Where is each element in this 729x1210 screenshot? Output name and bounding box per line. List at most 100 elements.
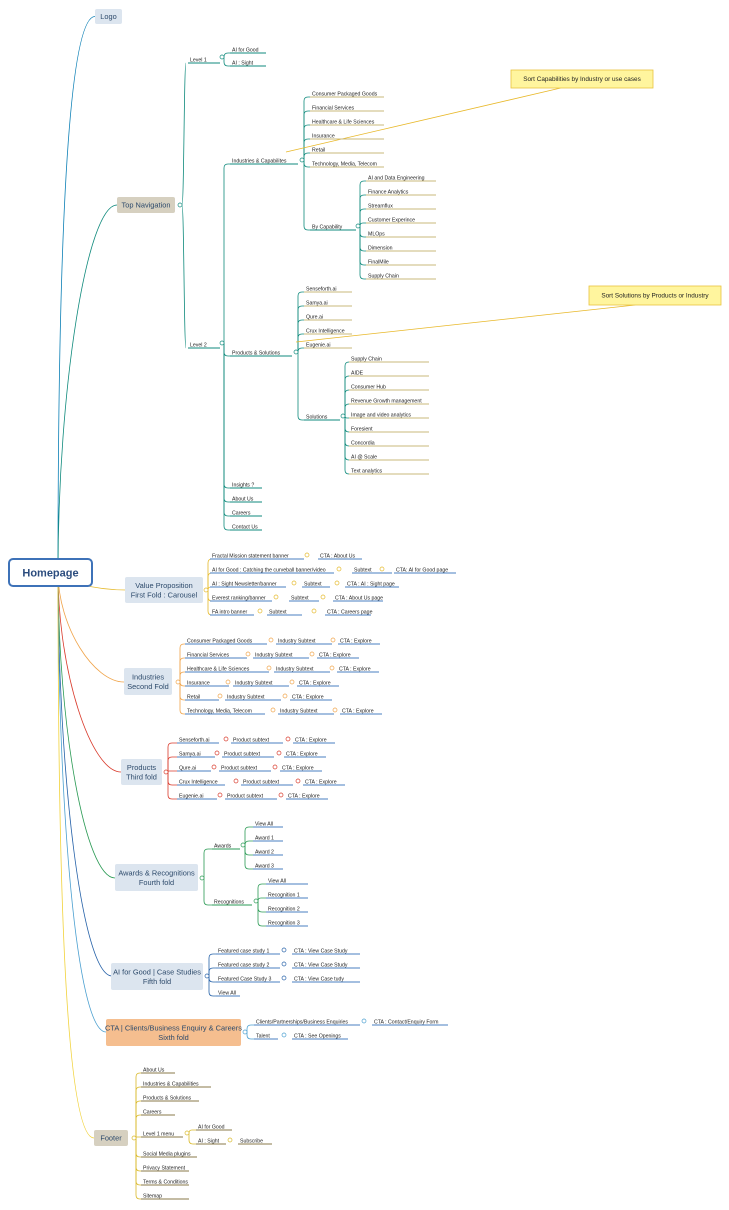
collapse-toggle-icon[interactable] <box>225 679 231 685</box>
collapse-toggle-icon[interactable] <box>332 707 338 713</box>
topic-view-all[interactable]: View All <box>253 821 283 828</box>
collapse-toggle-icon[interactable] <box>309 651 315 657</box>
topic-solutions[interactable]: Solutions <box>304 414 340 421</box>
topic-view-all[interactable]: View All <box>216 990 240 997</box>
branch-top-navigation[interactable]: Top Navigation <box>117 197 175 213</box>
topic-award-2[interactable]: Award 2 <box>253 849 283 856</box>
topic-healthcare-life-sciences[interactable]: Healthcare & Life Sciences <box>310 119 384 126</box>
topic-subtext[interactable]: Subtext <box>302 581 330 588</box>
collapse-toggle-icon[interactable] <box>223 736 229 742</box>
topic-cta-ai-sight-page[interactable]: CTA : AI : Sight page <box>345 581 399 588</box>
topic-senseforth-ai[interactable]: Senseforth.ai <box>304 286 352 293</box>
collapse-toggle-icon[interactable] <box>379 566 385 572</box>
topic-insurance[interactable]: Insurance <box>185 680 229 687</box>
collapse-toggle-icon[interactable] <box>270 707 276 713</box>
collapse-toggle-icon[interactable] <box>293 349 299 355</box>
collapse-toggle-icon[interactable] <box>131 1135 137 1141</box>
collapse-toggle-icon[interactable] <box>281 1032 287 1038</box>
topic-industries-capabilites[interactable]: Industries & Capabilites <box>230 158 298 165</box>
topic-text-analytics[interactable]: Text analytics <box>349 468 429 475</box>
topic-cta-explore[interactable]: CTA : Explore <box>338 638 380 645</box>
collapse-toggle-icon[interactable] <box>361 1018 367 1024</box>
topic-cta-ai-for-good-page[interactable]: CTA: AI for Good page <box>394 567 456 574</box>
branch-logo[interactable]: Logo <box>95 9 122 24</box>
topic-qure-ai[interactable]: Qure.ai <box>177 765 211 772</box>
callout-note[interactable]: Sort Capabilities by Industry or use cas… <box>510 69 654 89</box>
topic-supply-chain[interactable]: Supply Chain <box>366 273 436 280</box>
collapse-toggle-icon[interactable] <box>276 750 282 756</box>
topic-product-subtext[interactable]: Product subtext <box>241 779 293 786</box>
collapse-toggle-icon[interactable] <box>281 975 287 981</box>
topic-ai-sight[interactable]: AI : Sight <box>230 60 266 67</box>
collapse-toggle-icon[interactable] <box>245 651 251 657</box>
collapse-toggle-icon[interactable] <box>281 961 287 967</box>
topic-mlops[interactable]: MLOps <box>366 231 436 238</box>
topic-about-us[interactable]: About Us <box>230 496 262 503</box>
topic-industry-subtext[interactable]: Industry Subtext <box>225 694 281 701</box>
topic-product-subtext[interactable]: Product subtext <box>225 793 277 800</box>
topic-cta-explore[interactable]: CTA : Explore <box>317 652 359 659</box>
topic-fa-intro-banner[interactable]: FA intro banner <box>210 609 254 616</box>
callout-note[interactable]: Sort Solutions by Products or Industry <box>588 285 722 306</box>
topic-cta-about-us-page[interactable]: CTA : About Us page <box>333 595 383 602</box>
topic-careers[interactable]: Careers <box>230 510 262 517</box>
topic-senseforth-ai[interactable]: Senseforth.ai <box>177 737 219 744</box>
collapse-toggle-icon[interactable] <box>281 947 287 953</box>
collapse-toggle-icon[interactable] <box>330 637 336 643</box>
topic-subtext[interactable]: Subtext <box>352 567 392 574</box>
topic-everest-ranking-banner[interactable]: Everest ranking/banner <box>210 595 272 602</box>
topic-cta-explore[interactable]: CTA : Explore <box>293 737 335 744</box>
topic-careers[interactable]: Careers <box>141 1109 175 1116</box>
topic-featured-case-study-1[interactable]: Featured case study 1 <box>216 948 280 955</box>
topic-by-capability[interactable]: By Capability <box>310 224 356 231</box>
topic-cta-explore[interactable]: CTA : Explore <box>290 694 332 701</box>
topic-financial-services[interactable]: Financial Services <box>185 652 247 659</box>
topic-consumer-hub[interactable]: Consumer Hub <box>349 384 429 391</box>
topic-industry-subtext[interactable]: Industry Subtext <box>276 638 332 645</box>
topic-retail[interactable]: Retail <box>310 147 384 154</box>
topic-cta-view-case-study[interactable]: CTA : View Case Study <box>292 962 360 969</box>
topic-healthcare-life-sciences[interactable]: Healthcare & Life Sciences <box>185 666 269 673</box>
topic-level-1-menu[interactable]: Level 1 menu <box>141 1131 183 1138</box>
topic-fractal-mission-statement-banner[interactable]: Fractal Mission statement banner <box>210 553 304 560</box>
collapse-toggle-icon[interactable] <box>233 778 239 784</box>
topic-foresient[interactable]: Foresient <box>349 426 429 433</box>
topic-subtext[interactable]: Subtext <box>289 595 319 602</box>
topic-eugenie-ai[interactable]: Eugenie.ai <box>304 342 352 349</box>
topic-dimension[interactable]: Dimension <box>366 245 436 252</box>
topic-privacy-statement[interactable]: Privacy Statement <box>141 1165 189 1172</box>
collapse-toggle-icon[interactable] <box>304 552 310 558</box>
topic-product-subtext[interactable]: Product subtext <box>231 737 283 744</box>
topic-insurance[interactable]: Insurance <box>310 133 384 140</box>
collapse-toggle-icon[interactable] <box>227 1137 233 1143</box>
topic-consumer-packaged-goods[interactable]: Consumer Packaged Goods <box>310 91 384 98</box>
topic-industries-capabilities[interactable]: Industries & Capabilities <box>141 1081 211 1088</box>
topic-ai-and-data-engineering[interactable]: AI and Data Engineering <box>366 175 436 182</box>
topic-industry-subtext[interactable]: Industry Subtext <box>253 652 309 659</box>
collapse-toggle-icon[interactable] <box>278 792 284 798</box>
topic-cta-about-us[interactable]: CTA : About Us <box>318 553 362 560</box>
topic-terms-conditions[interactable]: Terms & Conditions <box>141 1179 189 1186</box>
topic-cta-explore[interactable]: CTA : Explore <box>280 765 322 772</box>
topic-image-and-video-analytics[interactable]: Image and video analytics <box>349 412 429 419</box>
topic-awards[interactable]: Awards <box>212 843 240 850</box>
topic-award-1[interactable]: Award 1 <box>253 835 283 842</box>
topic-recognition-2[interactable]: Recognition 2 <box>266 906 308 913</box>
topic-qure-ai[interactable]: Qure.ai <box>304 314 352 321</box>
topic-about-us[interactable]: About Us <box>141 1067 175 1074</box>
topic-samya-ai[interactable]: Samya.ai <box>304 300 352 307</box>
topic-cta-view-case-study[interactable]: CTA : View Case Study <box>292 948 360 955</box>
topic-award-3[interactable]: Award 3 <box>253 863 283 870</box>
topic-crux-intelligence[interactable]: Crux Intelligence <box>177 779 225 786</box>
collapse-toggle-icon[interactable] <box>219 54 225 60</box>
collapse-toggle-icon[interactable] <box>355 223 361 229</box>
collapse-toggle-icon[interactable] <box>329 665 335 671</box>
topic-financial-services[interactable]: Financial Services <box>310 105 384 112</box>
collapse-toggle-icon[interactable] <box>242 1029 248 1035</box>
topic-industry-subtext[interactable]: Industry Subtext <box>233 680 289 687</box>
topic-eugenie-ai[interactable]: Eugenie.ai <box>177 793 217 800</box>
topic-talent[interactable]: Talent <box>254 1033 278 1040</box>
collapse-toggle-icon[interactable] <box>266 665 272 671</box>
